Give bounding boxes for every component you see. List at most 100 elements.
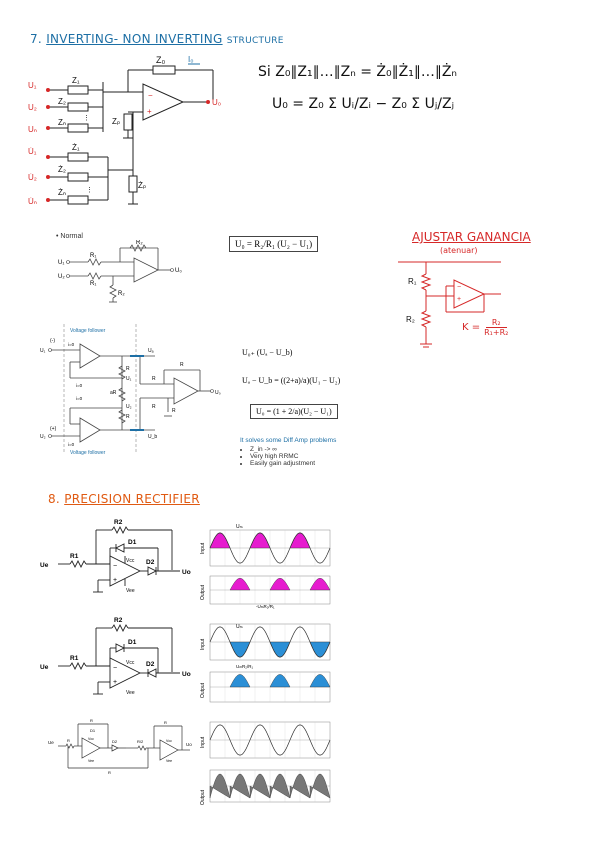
instrumentation-amp-circuit: Voltage follower Voltage follower (-) (+… xyxy=(40,324,221,456)
rect1-r1: R1 xyxy=(70,553,79,560)
rect3-r-bottom: R xyxy=(108,770,111,775)
rect3-r-fb: R xyxy=(90,718,93,723)
g2-output-label: Output xyxy=(200,682,206,698)
rect3-vcc-2: Vcc xyxy=(166,739,172,743)
g3-output-label: Output xyxy=(200,789,206,805)
i0-label: I₀ xyxy=(188,55,194,64)
adjust-subtitle: (atenuar) xyxy=(440,246,478,255)
u1d-label: U̇₁ xyxy=(28,147,37,156)
section-8-title: 8. PRECISION RECTIFIER xyxy=(48,492,200,506)
svg-text:−: − xyxy=(148,91,153,100)
adjust-title: AJUSTAR GANANCIA xyxy=(412,230,531,244)
rect3-ue: Ue xyxy=(48,740,54,745)
un-label: Uₙ xyxy=(28,125,37,134)
svg-text:−: − xyxy=(113,665,117,672)
normal-bullet: • Normal xyxy=(56,233,83,240)
z1d-label: Ż₁ xyxy=(72,143,80,152)
adjust-k-formula: K = R₂ R₁+R₂ xyxy=(462,318,508,337)
und-label: U̇ₙ xyxy=(28,197,37,206)
follower-r-gnd: R xyxy=(172,408,176,414)
g3-input-label: Input xyxy=(200,736,206,748)
adjust-gain-circuit: − + R₁ R₂ xyxy=(398,261,501,348)
follower-i0-b: i=0 xyxy=(76,383,83,388)
rect1-ue: Ue xyxy=(40,562,49,569)
rect3-vee: Vee xyxy=(88,759,94,763)
rect2-d1: D1 xyxy=(128,639,137,646)
rect1-vcc: Vcc xyxy=(126,558,135,564)
adjust-r1: R₁ xyxy=(408,277,417,286)
rect2-vcc: Vcc xyxy=(126,660,135,666)
g2-input-label: Input xyxy=(200,638,206,650)
normal-u1: U₁ xyxy=(58,260,64,266)
z1-label: Z₁ xyxy=(72,76,80,85)
waveform-graphs: Input Output Uₘ -UₘR₂/R₁ Input Output Uₘ… xyxy=(200,524,331,805)
normal-r2-top: R₂ xyxy=(136,240,143,246)
g1-output-label: Output xyxy=(200,584,206,600)
g1-input-label: Input xyxy=(200,542,206,554)
follower-r-bottom: R xyxy=(126,414,130,420)
rect2-vee: Vee xyxy=(126,690,135,696)
normal-r2: R₂ xyxy=(118,291,125,297)
follower-i0-d: i=0 xyxy=(68,442,75,447)
u1-label: U₁ xyxy=(28,81,37,90)
follower-r-in-a: R xyxy=(152,376,156,382)
rect1-vee: Vee xyxy=(126,588,135,594)
normal-r1-a: R₁ xyxy=(90,253,96,259)
rect2-ue: Ue xyxy=(40,664,49,671)
rect1-d2: D2 xyxy=(146,559,155,566)
follower-i0-c: i=0 xyxy=(76,396,83,401)
follower-r-fb: R xyxy=(180,362,184,368)
condition-formula: Si Z₀∥Z₁∥…∥Zₙ = Ż₀∥Ż₁∥…∥Żₙ xyxy=(258,64,458,80)
rect3-r-fb2: R xyxy=(164,720,167,725)
g2-output-panel xyxy=(209,671,331,703)
u2d-label: U̇₂ xyxy=(28,173,37,182)
follower-u1: U₁ xyxy=(40,348,46,354)
svg-text:+: + xyxy=(147,107,152,116)
adjust-k-den: R₁+R₂ xyxy=(484,328,509,337)
section-7-title-suffix: STRUCTURE xyxy=(226,36,284,46)
rect1-r2: R2 xyxy=(114,519,123,526)
section-8-number: 8. xyxy=(48,492,61,506)
follower-bullet-1: Z_in -> ∞ xyxy=(250,446,315,453)
adjust-r2: R₂ xyxy=(406,315,415,324)
g3-input-panel xyxy=(209,721,331,759)
section-8-title-main: PRECISION RECTIFIER xyxy=(64,492,200,506)
uo-label: U₀ xyxy=(212,98,221,107)
section-7-number: 7. xyxy=(30,32,43,46)
g3-output-panel xyxy=(209,769,331,803)
svg-text:+: + xyxy=(113,679,117,686)
rect1-d1: D1 xyxy=(128,539,137,546)
znd-label: Żₙ xyxy=(58,188,66,197)
u2-label: U₂ xyxy=(28,103,37,112)
svg-text:−: − xyxy=(113,563,117,570)
rect2-r2: R2 xyxy=(114,617,123,624)
adjust-k-num: R₂ xyxy=(485,318,507,328)
rect3-r2: R/2 xyxy=(137,739,144,744)
summing-amp-circuit: − + Z₀ I₀ U₁ U₂ Uₙ Z₁ Z₂ Zₙ ⋮ Zₚ U₀ U̇₁ … xyxy=(28,55,221,206)
adjust-k-label: K = xyxy=(462,322,481,333)
rectifier-circuit-1: − + R2 D1 D2 R1 Ue Uo Vcc Vee xyxy=(40,519,191,594)
follower-note: It solves some Diff Amp problems xyxy=(240,437,337,444)
normal-diff-amp-circuit: R₂ R₁ R₁ R₂ U₁ U₂ U₀ xyxy=(58,240,182,303)
svg-text:+: + xyxy=(113,577,117,584)
normal-u0: U₀ xyxy=(175,268,182,274)
zn-label: Zₙ xyxy=(58,118,66,127)
follower-bullet-3: Easily gain adjustment xyxy=(250,460,315,467)
svg-text:+: + xyxy=(457,296,461,303)
svg-text:−: − xyxy=(457,284,461,291)
follower-ub: U_b xyxy=(148,434,157,440)
rectifier-circuit-3: Ue R R D1 D2 R/2 R R Uo Vcc Vee Vcc Vee xyxy=(48,718,192,775)
follower-ar: aR xyxy=(110,390,117,396)
rect2-d2: D2 xyxy=(146,661,155,668)
follower-u1-node: U₁ xyxy=(126,376,132,382)
g1-output-panel xyxy=(209,575,331,605)
zpd-label: Żₚ xyxy=(138,181,146,190)
rect3-uo: Uo xyxy=(186,742,192,747)
g1-out-label: -UₘR₂/R₁ xyxy=(256,604,275,609)
rectifier-circuit-2: − + R2 D1 D2 R1 Ue Uo Vcc Vee xyxy=(40,617,191,696)
follower-i0-a: i=0 xyxy=(68,342,75,347)
rect1-uo: Uo xyxy=(182,569,191,576)
section-7-title: 7. INVERTING- NON INVERTING STRUCTURE xyxy=(30,32,284,46)
normal-formula: U₀ = R₂/R₁ (U₂ − U₁) xyxy=(229,236,319,252)
g1-um: Uₘ xyxy=(236,524,243,530)
